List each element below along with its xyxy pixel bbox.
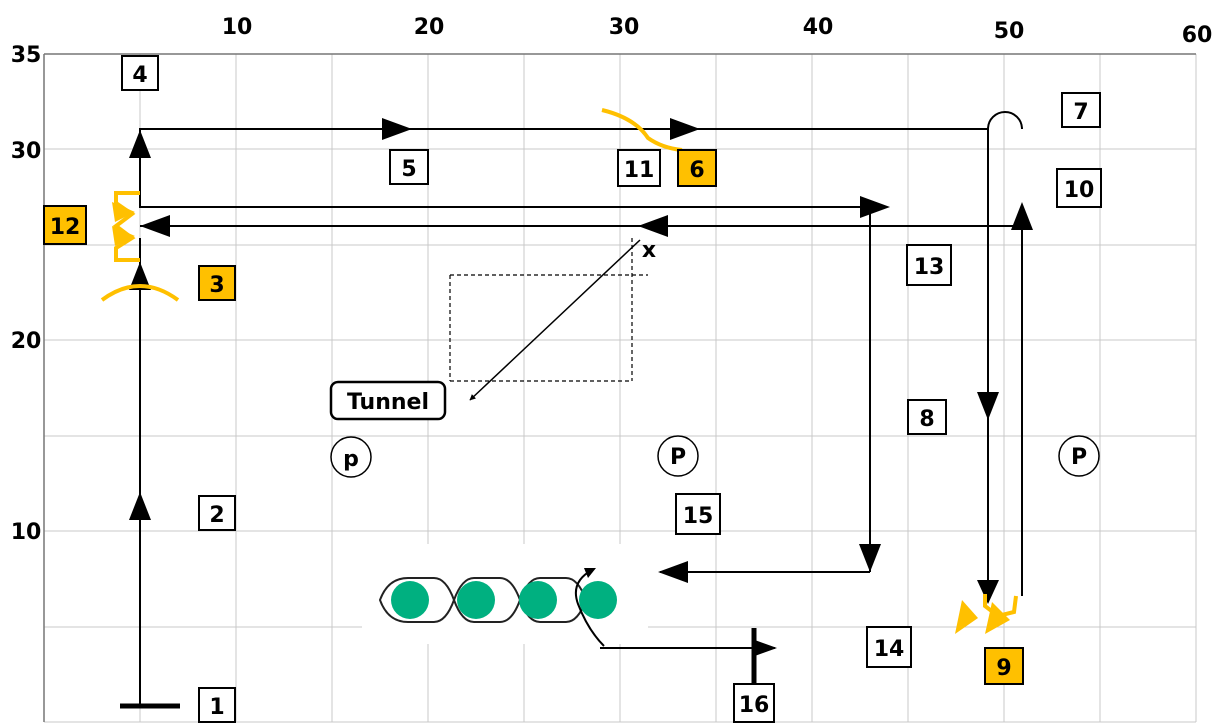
y-tick-10: 10 bbox=[11, 520, 42, 545]
marker-label: 8 bbox=[919, 407, 934, 432]
marker-11: 11 bbox=[617, 149, 661, 187]
p-circle bbox=[657, 435, 699, 477]
orange-arrowhead-1 bbox=[112, 202, 135, 222]
x-tick-30: 30 bbox=[609, 15, 640, 40]
arrowhead-left-1 bbox=[638, 215, 668, 237]
p-markers: p P P bbox=[330, 435, 1100, 478]
arrowhead-up-1 bbox=[129, 492, 151, 520]
marker-label: 1 bbox=[209, 695, 224, 720]
chain-tail bbox=[574, 569, 605, 647]
green-circle bbox=[457, 581, 495, 619]
marker-label: 3 bbox=[209, 273, 224, 298]
marker-label: 9 bbox=[996, 656, 1011, 681]
tunnel-label-text: Tunnel bbox=[347, 390, 429, 415]
p-circle bbox=[330, 436, 372, 478]
arrowhead-down-1 bbox=[859, 544, 881, 572]
y-tick-labels: 35 30 20 10 bbox=[11, 43, 42, 545]
x-tick-60: 60 bbox=[1182, 23, 1213, 48]
marker-5: 5 bbox=[389, 149, 429, 185]
orange-arrowhead-4 bbox=[985, 602, 1010, 634]
marker-3: 3 bbox=[198, 265, 236, 301]
p-marker-text: P bbox=[670, 445, 686, 470]
arrowhead-up-2 bbox=[129, 262, 151, 290]
orange-arrowhead-2 bbox=[112, 226, 135, 246]
x-tick-labels: 10 20 30 40 50 60 bbox=[222, 15, 1213, 48]
marker-14: 14 bbox=[866, 626, 912, 668]
arrowhead-right-2 bbox=[670, 118, 700, 140]
green-circle bbox=[391, 581, 429, 619]
marker-1: 1 bbox=[198, 687, 236, 723]
arrowheads bbox=[129, 118, 1033, 657]
arrowhead-right-1 bbox=[382, 118, 412, 140]
arrowhead-right-4 bbox=[752, 639, 777, 657]
x-tick-20: 20 bbox=[414, 15, 445, 40]
y-tick-30: 30 bbox=[11, 139, 42, 164]
arrowhead-down-3 bbox=[977, 580, 999, 604]
marker-13: 13 bbox=[906, 244, 952, 286]
marker-9: 9 bbox=[984, 647, 1024, 685]
marker-label: 2 bbox=[209, 503, 224, 528]
marker-label: 13 bbox=[914, 255, 945, 280]
marker-label: 11 bbox=[624, 158, 655, 183]
orange-arch bbox=[100, 284, 180, 302]
orange-bracket bbox=[112, 191, 140, 262]
y-tick-20: 20 bbox=[11, 329, 42, 354]
marker-8: 8 bbox=[907, 399, 947, 435]
orange-arrowheads bbox=[112, 202, 1010, 634]
arrowhead-left-2 bbox=[140, 215, 170, 237]
y-tick-35: 35 bbox=[11, 43, 42, 68]
marker-label: 7 bbox=[1073, 100, 1088, 125]
highlight-features bbox=[100, 108, 1018, 619]
orange-arrowhead-3 bbox=[955, 600, 978, 634]
arrowhead-up-4 bbox=[1011, 202, 1033, 230]
marker-label: 6 bbox=[689, 158, 704, 183]
x-tick-10: 10 bbox=[222, 15, 253, 40]
x-tick-50: 50 bbox=[994, 19, 1025, 44]
marker-7: 7 bbox=[1061, 92, 1101, 128]
x-tick-40: 40 bbox=[803, 15, 834, 40]
marker-10: 10 bbox=[1056, 168, 1102, 208]
tunnel-arrow bbox=[469, 239, 641, 401]
marker-16: 16 bbox=[733, 683, 775, 723]
marker-label: 14 bbox=[874, 637, 905, 662]
marker-12: 12 bbox=[43, 205, 87, 245]
circle-chain bbox=[362, 544, 648, 647]
p-circle bbox=[1058, 435, 1100, 477]
tunnel-box bbox=[449, 238, 648, 382]
green-circle bbox=[519, 581, 557, 619]
bridge-arc bbox=[987, 111, 1023, 130]
p-marker-text: p bbox=[343, 447, 359, 472]
tunnel-label: Tunnel bbox=[329, 380, 447, 421]
chain-tail-arrowhead bbox=[584, 568, 596, 578]
green-circle bbox=[579, 581, 617, 619]
arrowhead-right-3 bbox=[860, 196, 890, 218]
marker-label: 16 bbox=[739, 693, 770, 718]
marker-label: 12 bbox=[50, 215, 81, 240]
marker-15: 15 bbox=[675, 493, 721, 535]
orange-curve bbox=[601, 108, 683, 152]
marker-label: 15 bbox=[683, 504, 714, 529]
arrowhead-up-3 bbox=[129, 130, 151, 158]
x-mark: x bbox=[642, 238, 656, 263]
numbered-markers: 1 2 3 4 5 6 7 8 bbox=[43, 55, 1102, 723]
marker-4: 4 bbox=[121, 55, 159, 91]
marker-label: 10 bbox=[1064, 178, 1095, 203]
arrowhead-down-2 bbox=[977, 392, 999, 420]
arrowhead-left-3 bbox=[658, 561, 688, 583]
marker-label: 4 bbox=[132, 63, 147, 88]
marker-label: 5 bbox=[401, 157, 416, 182]
marker-2: 2 bbox=[198, 495, 236, 531]
marker-6: 6 bbox=[677, 149, 717, 187]
p-marker-text: P bbox=[1071, 445, 1087, 470]
